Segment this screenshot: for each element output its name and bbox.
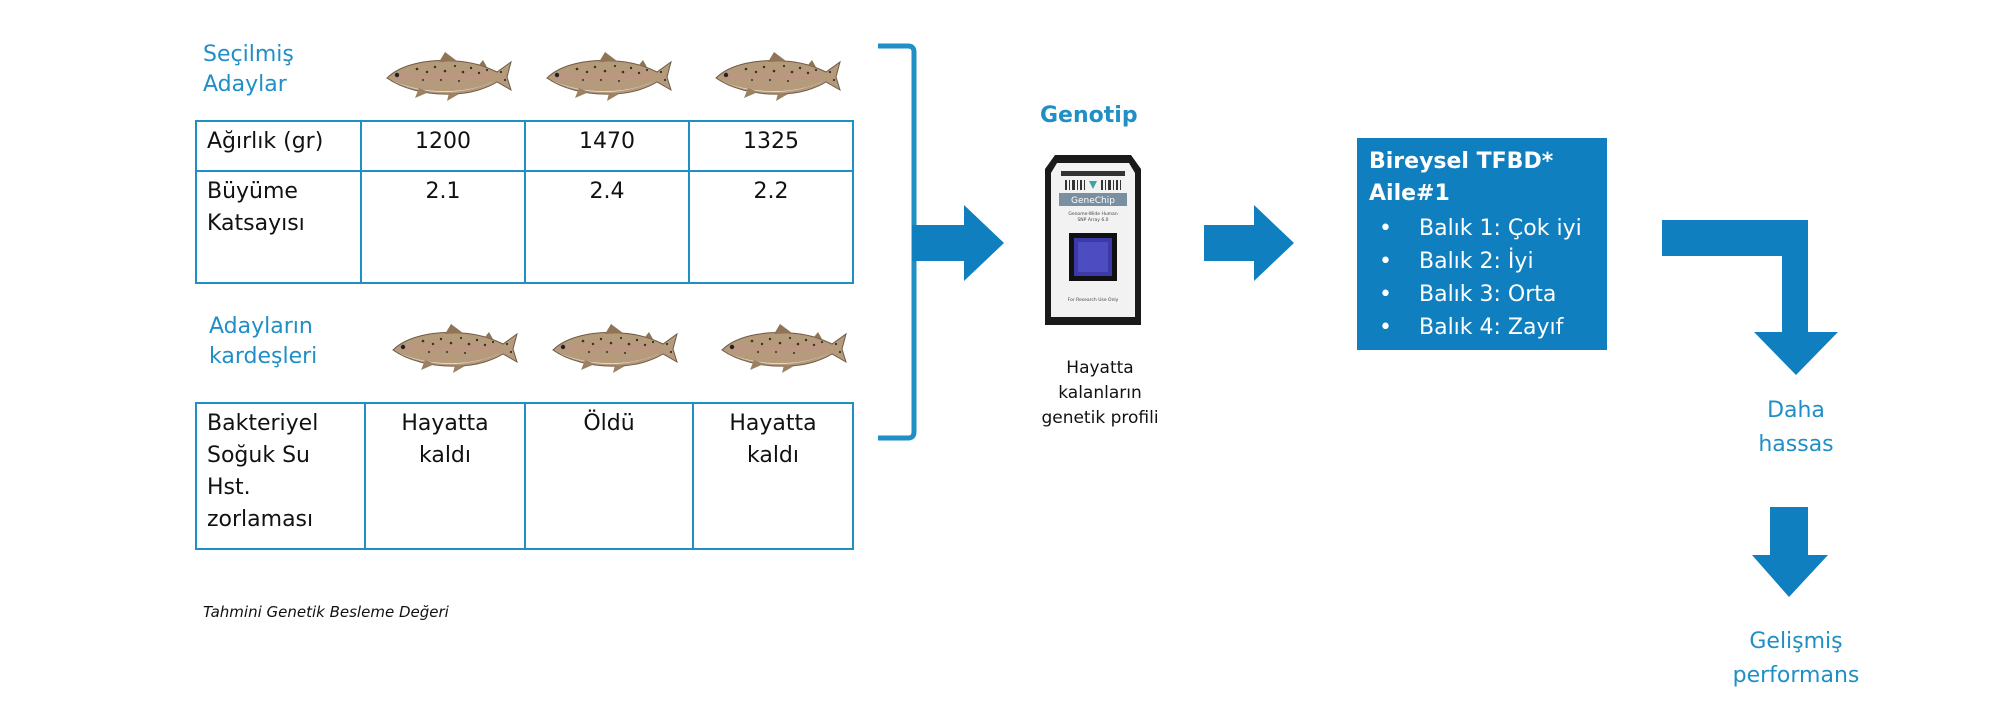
- trout-image: [391, 322, 519, 374]
- trout-image: [385, 50, 513, 102]
- survival-line1: Öldü: [583, 411, 635, 436]
- chip-bottom-text: For Research Use Only: [1068, 297, 1119, 303]
- row-header-challenge: Bakteriyel Soğuk Su Hst. zorlaması: [195, 402, 366, 550]
- growth-header-line1: Büyüme: [207, 179, 298, 204]
- challenge-header-line: Hst.: [207, 475, 251, 500]
- list-item-text: Balık 3: Orta: [1419, 282, 1557, 307]
- bullet-icon: •: [1379, 249, 1392, 274]
- survival-line1: Hayatta: [401, 411, 489, 436]
- outcome-precise-line2: hassas: [1758, 432, 1834, 457]
- genechip-icon: GeneChip Genome-Wide Human SNP Array 6.0…: [1045, 155, 1141, 325]
- footnote: Tahmini Genetik Besleme Değeri: [203, 603, 449, 621]
- genotype-caption: Hayatta kalanların genetik profili: [1010, 356, 1190, 431]
- down-arrow-icon: [1752, 507, 1828, 597]
- trout-image: [551, 322, 679, 374]
- selected-label-line1: Seçilmiş: [203, 42, 294, 67]
- growth-cell: 2.2: [688, 170, 854, 284]
- list-item: • Balık 4: Zayıf: [1369, 311, 1595, 344]
- survival-cell: Öldü: [524, 402, 694, 550]
- selected-candidates-table: Ağırlık (gr) 1200 1470 1325 Büyüme Katsa…: [195, 120, 854, 284]
- survival-cell: Hayatta kaldı: [692, 402, 854, 550]
- list-item-text: Balık 2: İyi: [1419, 249, 1534, 274]
- trout-image: [720, 322, 848, 374]
- chip-line2-text: SNP Array 6.0: [1077, 217, 1108, 223]
- genotype-caption-line1: Hayatta: [1066, 358, 1134, 378]
- outcome-performance-line1: Gelişmiş: [1749, 629, 1843, 654]
- bullet-icon: •: [1379, 315, 1392, 340]
- fish-ranking-list: • Balık 1: Çok iyi • Balık 2: İyi • Balık 3…: [1369, 212, 1595, 344]
- weight-cell: 1325: [688, 120, 854, 172]
- genotype-caption-line3: genetik profili: [1041, 408, 1159, 428]
- siblings-label: Adayların kardeşleri: [209, 312, 317, 372]
- weight-cell: 1200: [360, 120, 526, 172]
- table-row: Bakteriyel Soğuk Su Hst. zorlaması Hayat…: [195, 402, 854, 550]
- list-item: • Balık 2: İyi: [1369, 245, 1595, 278]
- result-box-subtitle: Aile#1: [1369, 181, 1450, 206]
- bullet-icon: •: [1379, 282, 1392, 307]
- survival-line2: kaldı: [418, 443, 472, 468]
- genotype-caption-line2: kalanların: [1058, 383, 1142, 403]
- result-box: Bireysel TFBD* Aile#1 • Balık 1: Çok iyi …: [1357, 138, 1607, 350]
- chip-brand-text: GeneChip: [1071, 196, 1115, 206]
- list-item: • Balık 1: Çok iyi: [1369, 212, 1595, 245]
- outcome-precise: Daha hassas: [1736, 394, 1856, 462]
- challenge-header-line: zorlaması: [207, 507, 314, 532]
- list-item-text: Balık 1: Çok iyi: [1419, 216, 1582, 241]
- challenge-header-line: Bakteriyel: [207, 411, 319, 436]
- weight-cell: 1470: [524, 120, 690, 172]
- survival-line2: kaldı: [746, 443, 800, 468]
- genotype-title: Genotip: [1040, 103, 1138, 128]
- survival-line1: Hayatta: [729, 411, 817, 436]
- growth-cell: 2.4: [524, 170, 690, 284]
- row-header-growth: Büyüme Katsayısı: [195, 170, 362, 284]
- list-item: • Balık 3: Orta: [1369, 278, 1595, 311]
- trout-image: [714, 50, 842, 102]
- siblings-table: Bakteriyel Soğuk Su Hst. zorlaması Hayat…: [195, 402, 854, 550]
- elbow-down-arrow-icon: [1662, 220, 1838, 375]
- survival-cell: Hayatta kaldı: [364, 402, 526, 550]
- selected-label-line2: Adaylar: [203, 72, 287, 97]
- bullet-icon: •: [1379, 216, 1392, 241]
- growth-cell: 2.1: [360, 170, 526, 284]
- growth-header-line2: Katsayısı: [207, 211, 305, 236]
- table-row: Ağırlık (gr) 1200 1470 1325: [195, 120, 854, 172]
- right-arrow-icon: [1204, 205, 1294, 281]
- outcome-precise-line1: Daha: [1767, 398, 1825, 423]
- table-row: Büyüme Katsayısı 2.1 2.4 2.2: [195, 170, 854, 284]
- list-item-text: Balık 4: Zayıf: [1419, 315, 1564, 340]
- siblings-label-line2: kardeşleri: [209, 344, 318, 369]
- siblings-label-line1: Adayların: [209, 314, 313, 339]
- trout-image: [545, 50, 673, 102]
- outcome-performance-line2: performans: [1732, 663, 1860, 688]
- result-box-title: Bireysel TFBD*: [1369, 149, 1554, 174]
- selected-candidates-label: Seçilmiş Adaylar: [203, 40, 294, 100]
- right-arrow-icon: [912, 205, 1004, 281]
- chip-line1-text: Genome-Wide Human: [1068, 211, 1117, 217]
- row-header-weight: Ağırlık (gr): [195, 120, 362, 172]
- outcome-performance: Gelişmiş performans: [1716, 625, 1876, 693]
- challenge-header-line: Soğuk Su: [207, 443, 310, 468]
